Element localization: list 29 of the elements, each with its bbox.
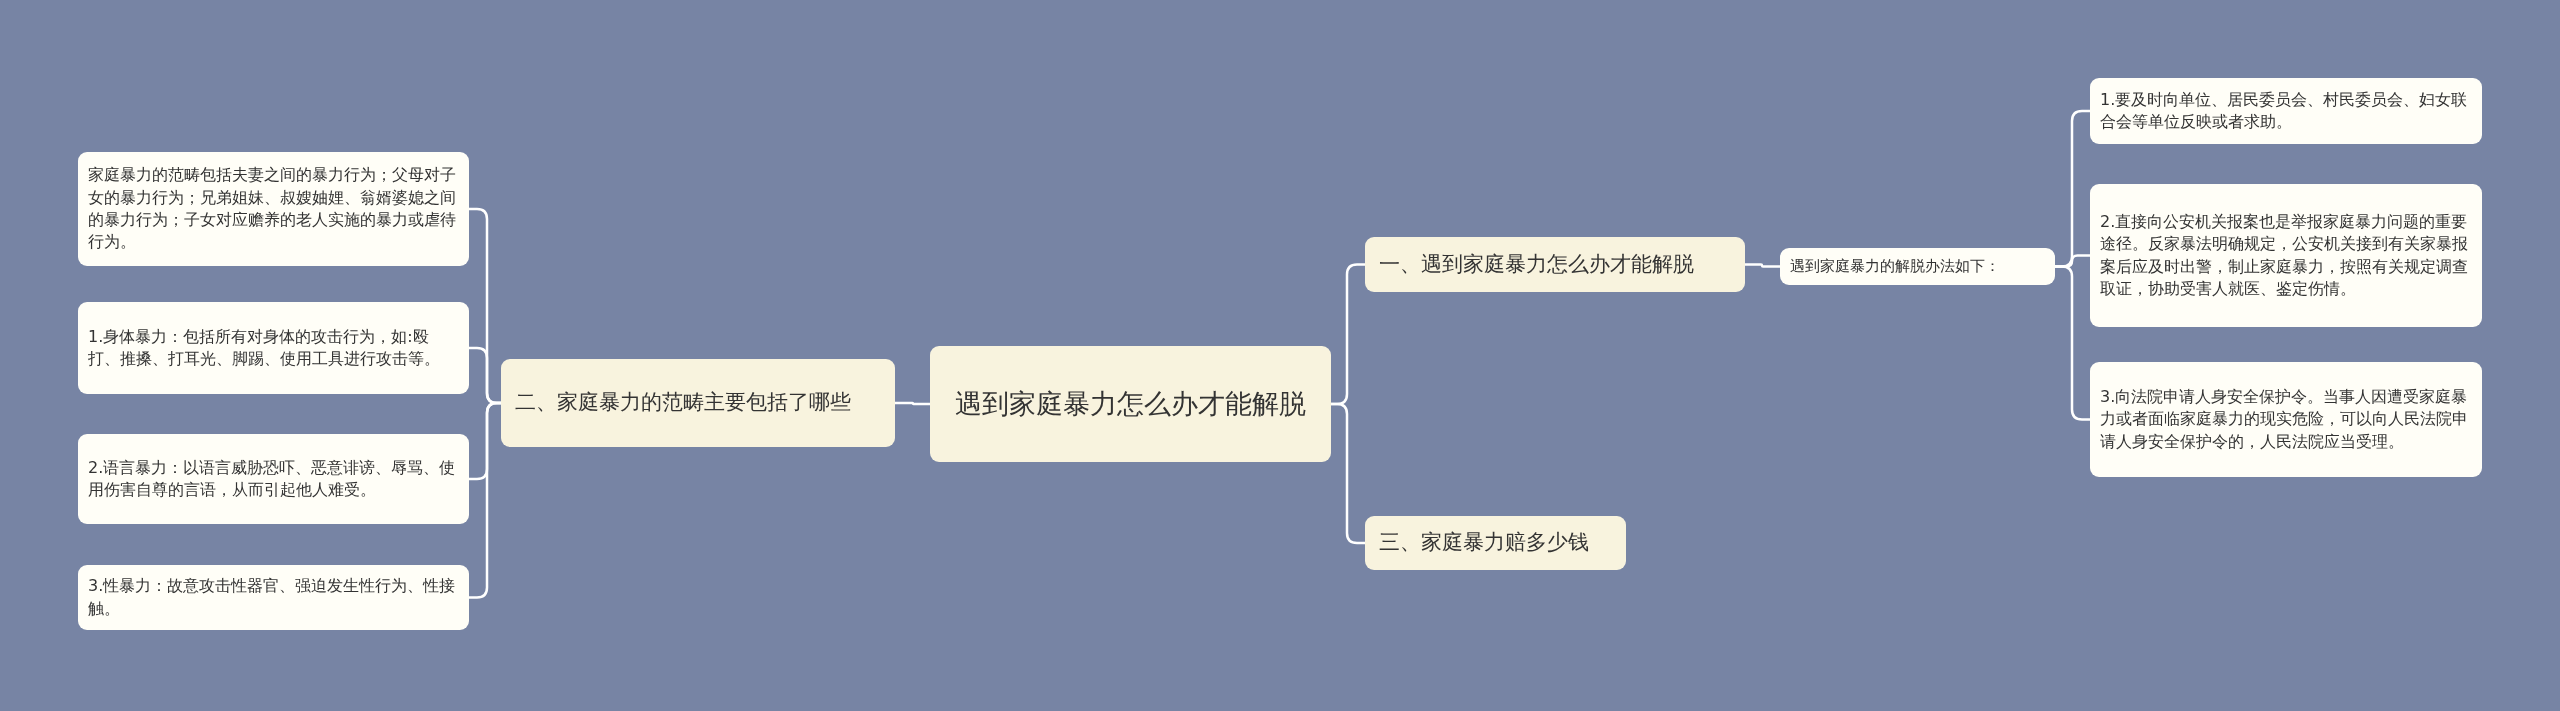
topic-box [1365,237,1745,292]
connector-line [1331,402,1365,545]
node-text: 3.性暴力：故意攻击性器官、强迫发生性行为、性接触。 [88,575,457,620]
node-text: 家庭暴力的范畴包括夫妻之间的暴力行为；父母对子女的暴力行为；兄弟姐妹、叔嫂妯娌、翁婿婆媳之间的暴力行为；子女对应赡养的老人实施的暴力或虐待行为。 [88,164,457,254]
node-text: 1.身体暴力：包括所有对身体的攻击行为，如:殴打、推搡、打耳光、脚踢、使用工具进行攻击等。 [88,325,441,370]
subtopic-box [2090,78,2482,144]
node-text: 3.向法院申请人身安全保护令。当事人因遭受家庭暴力或者面临家庭暴力的现实危险，可以向人民法院申请人身安全保护令的，人民法院应当受理。 [2100,385,2469,453]
subtopic-box [2090,362,2482,477]
node-text: 2.直接向公安机关报案也是举报家庭暴力问题的重要途径。反家暴法明确规定，公安机关接到有关家暴报案后应及时出警，制止家庭暴力，按照有关规定调查取证，协助受害人就医、鉴定伤情。 [2100,210,2469,300]
connector-line [2055,265,2090,421]
root-topic-box [930,346,1331,462]
node-text: 遇到家庭暴力的解脱办法如下： [1790,256,2000,277]
subtopic-box [78,152,469,266]
subtopic-box [2090,184,2482,327]
subtopic-box [78,565,469,630]
subtopic-box [78,302,469,394]
subtopic-box [78,434,469,524]
topic-box [501,359,895,447]
topic-box [1365,516,1626,570]
node-text: 二、家庭暴力的范畴主要包括了哪些 [515,389,851,417]
node-text: 一、遇到家庭暴力怎么办才能解脱 [1379,250,1694,278]
connector-line [469,401,501,599]
node-text: 1.要及时向单位、居民委员会、村民委员会、妇女联合会等单位反映或者求助。 [2100,88,2469,133]
connector-line [895,401,930,406]
node-text: 三、家庭暴力赔多少钱 [1379,529,1589,557]
connector-line [1745,263,1780,268]
node-text: 遇到家庭暴力怎么办才能解脱 [955,387,1306,422]
subtopic-box [1780,248,2055,285]
node-text: 2.语言暴力：以语言威胁恐吓、恶意诽谤、辱骂、使用伤害自尊的言语，从而引起他人难受。 [88,456,457,501]
